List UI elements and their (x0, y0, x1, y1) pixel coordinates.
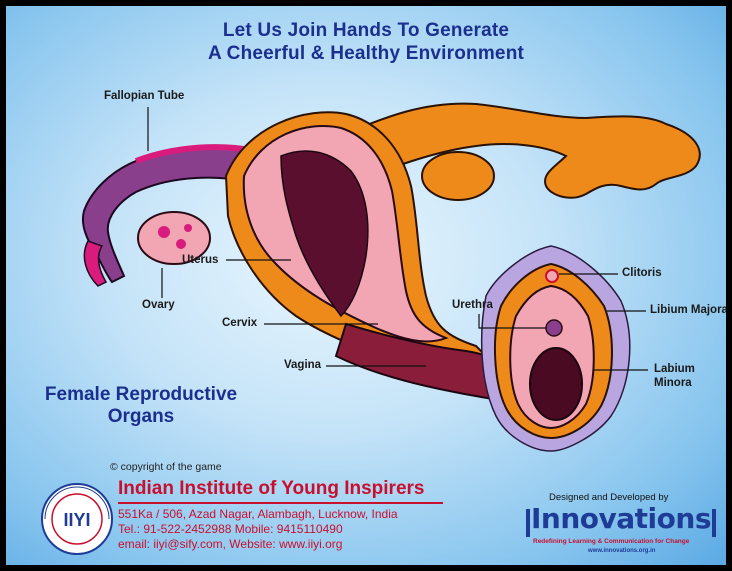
institute-underline (118, 502, 443, 504)
brand-bar-left (526, 509, 530, 537)
label-labium-minora-2: Minora (654, 377, 692, 389)
institute-name: Indian Institute of Young Inspirers (118, 478, 424, 500)
label-urethra: Urethra (452, 299, 493, 311)
seal-text: IIYI (63, 510, 90, 530)
label-labium-minora-1: Labium (654, 363, 695, 375)
developer-tagline: Redefining Learning & Communication for … (533, 538, 689, 545)
subject-title: Female Reproductive Organs (36, 384, 246, 428)
right-ovary (422, 152, 494, 200)
clitoris-mark (546, 270, 558, 282)
label-vagina: Vagina (284, 359, 321, 371)
brand-bar-right (712, 509, 716, 537)
institute-contact: email: iiyi@sify.com, Website: www.iiyi.… (118, 537, 342, 551)
label-labium-majora: Libium Majora (650, 304, 726, 316)
developer-website: www.innovations.org.in (588, 548, 655, 554)
poster: Let Us Join Hands To Generate A Cheerful… (6, 6, 726, 565)
subject-line-1: Female Reproductive (36, 384, 246, 406)
vaginal-opening (530, 348, 582, 420)
label-uterus: Uterus (182, 254, 218, 266)
institute-phone: Tel.: 91-522-2452988 Mobile: 9415110490 (118, 522, 343, 536)
institute-address: 551Ka / 506, Azad Nagar, Alambagh, Luckn… (118, 507, 398, 521)
label-cervix: Cervix (222, 317, 257, 329)
copyright-note: © copyright of the game (110, 461, 222, 473)
urethra-mark (546, 320, 562, 336)
label-fallopian-tube: Fallopian Tube (104, 90, 184, 102)
developer-brand: Innovations (531, 502, 711, 535)
label-ovary: Ovary (142, 299, 175, 311)
institute-seal-logo: IIYI (39, 481, 115, 557)
label-clitoris: Clitoris (622, 267, 662, 279)
subject-line-2: Organs (36, 406, 246, 428)
